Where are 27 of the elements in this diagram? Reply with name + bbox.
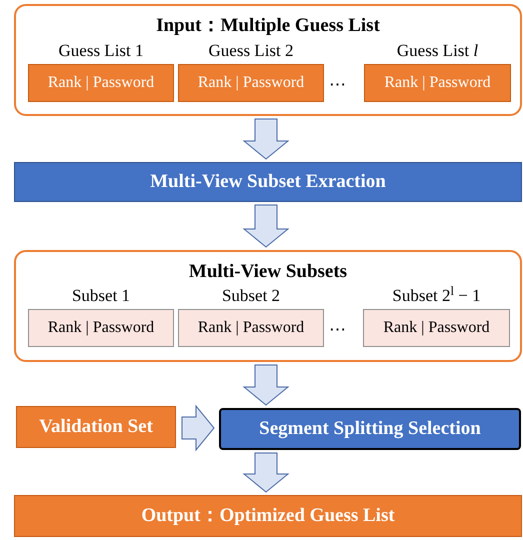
record-box: Rank | Password (178, 64, 324, 102)
list-heading: Subset 2$^{l}$ − 1 (392, 285, 481, 307)
process-bar: Segment Splitting Selection (219, 408, 521, 450)
ellipsis: ⋯ (329, 74, 346, 96)
process-bar: Output：Optimized Guess List (14, 495, 522, 537)
list-heading: Subset 1 (72, 285, 130, 307)
list-heading: Subset 2 (222, 285, 280, 307)
list-heading: Guess List l (396, 40, 478, 62)
block-arrow (182, 404, 215, 452)
record-box: Rank | Password (363, 309, 510, 347)
record-box: Rank | Password (178, 309, 324, 347)
record-box: Rank | Password (28, 64, 174, 102)
process-bar: Multi-View Subset Exraction (14, 162, 522, 202)
group-panel (14, 250, 522, 362)
block-arrow (242, 204, 290, 248)
block-arrow (242, 118, 290, 160)
panel-title: Multi-View Subsets (188, 260, 348, 284)
block-arrow (242, 452, 290, 493)
record-box: Rank | Password (28, 309, 174, 347)
ellipsis: ⋯ (329, 319, 346, 340)
group-panel (14, 4, 522, 116)
panel-title: Input：Multiple Guess List (156, 14, 380, 38)
list-heading: Guess List 2 (208, 40, 294, 62)
block-arrow (242, 364, 290, 406)
record-box: Rank | Password (364, 64, 511, 102)
process-bar: Validation Set (16, 406, 176, 448)
list-heading: Guess List 1 (58, 40, 144, 62)
